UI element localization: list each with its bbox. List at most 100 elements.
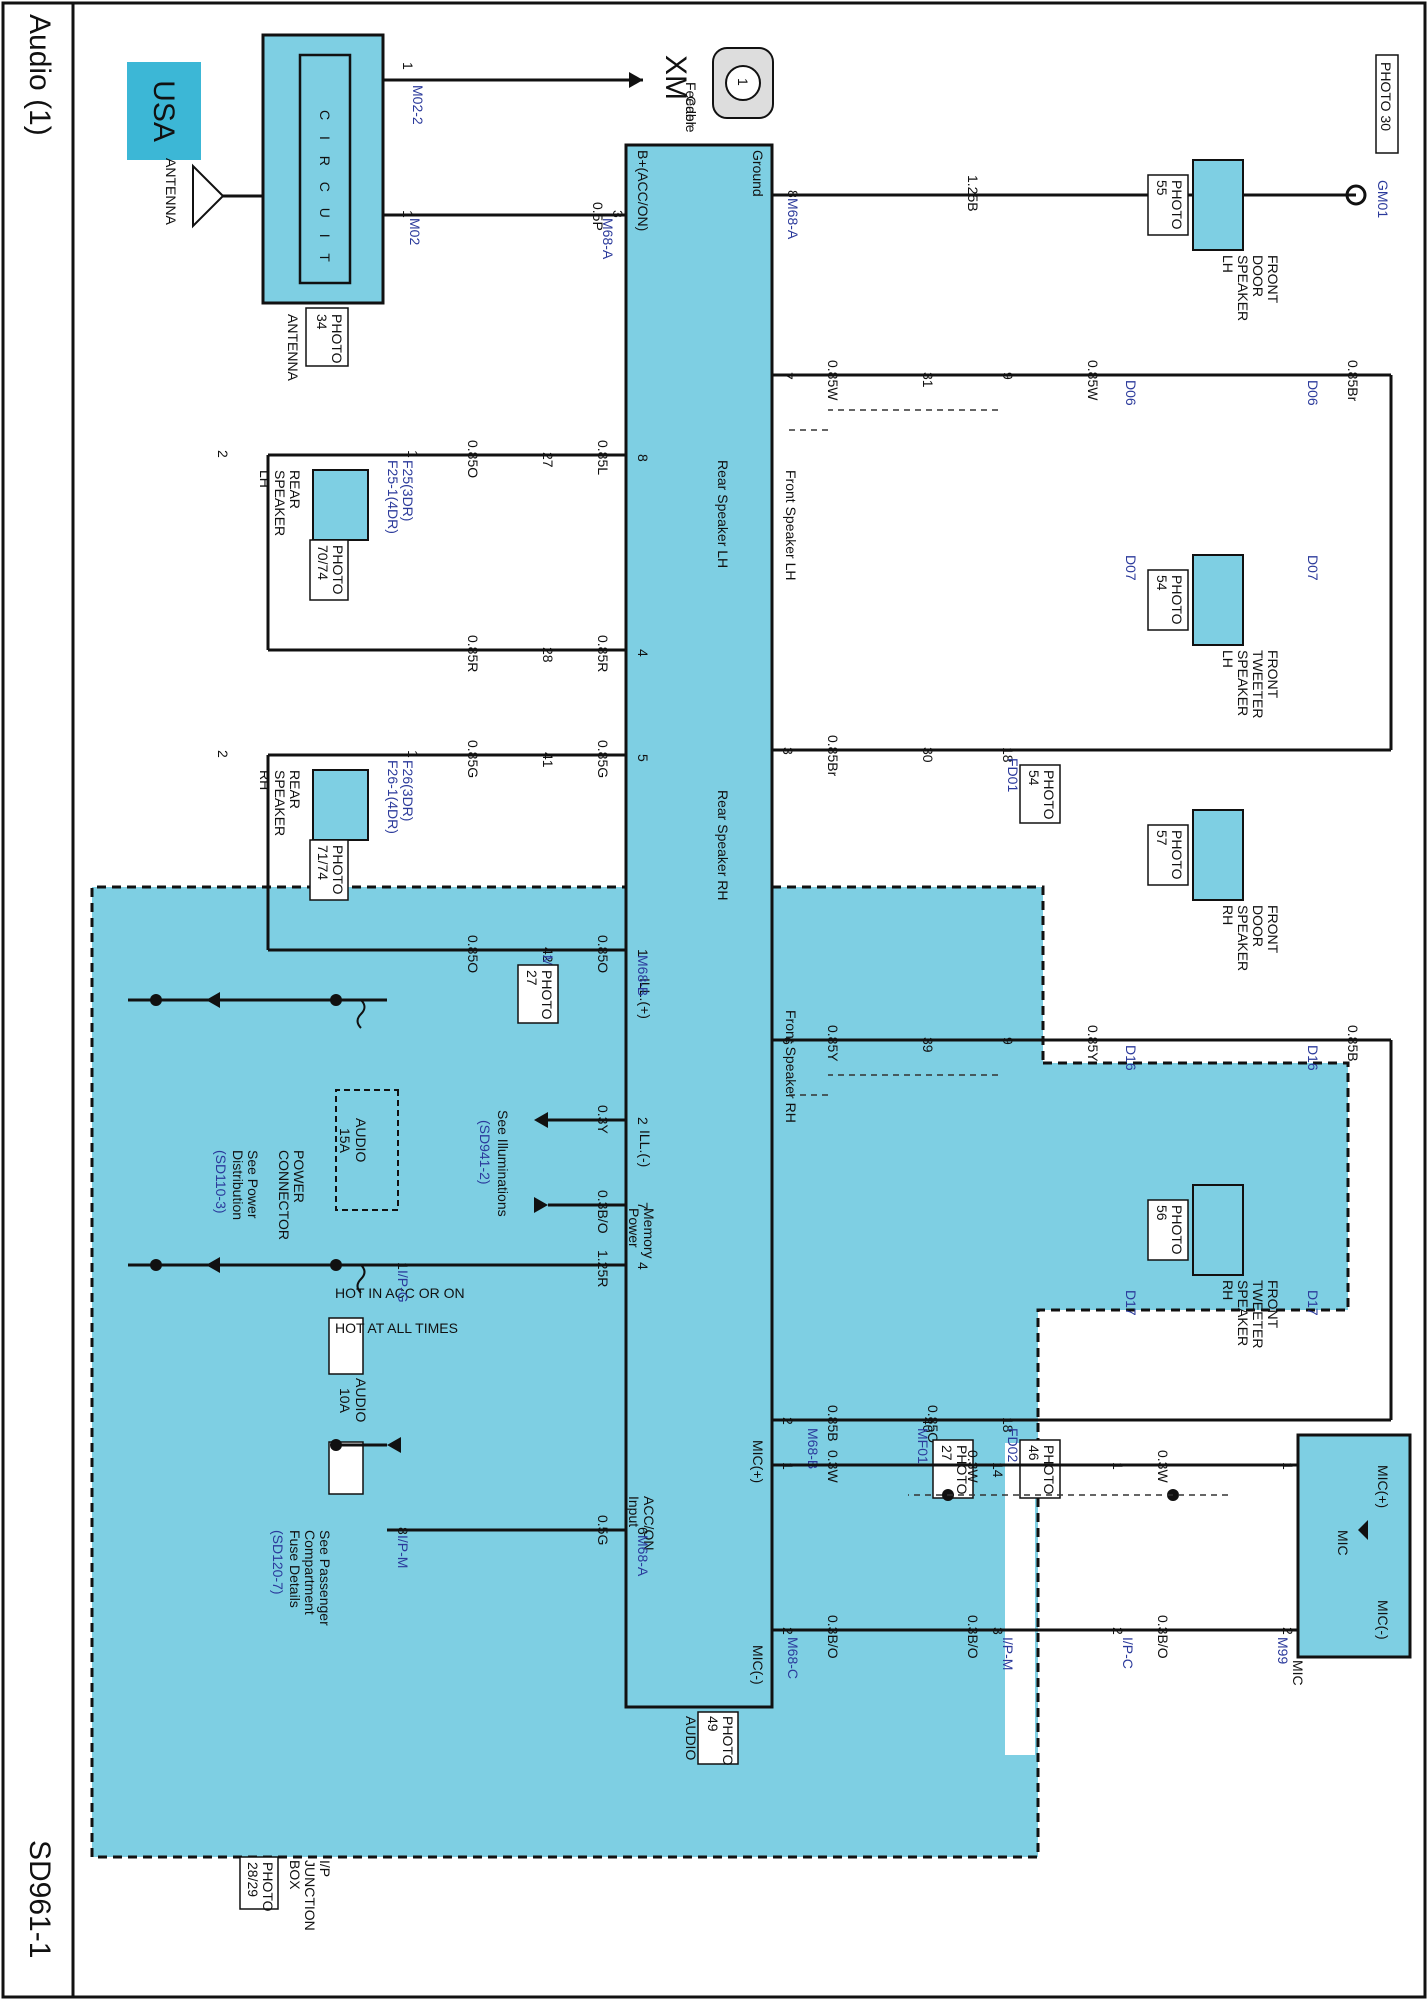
ill-note: See Illuminations (495, 1110, 511, 1217)
front-rh-wire-y1: 0.85Y (825, 1025, 841, 1062)
front-rh-mf-conn: MF01 (915, 1428, 931, 1464)
mic-bus-pin-minus: 2 (780, 1627, 796, 1635)
rear-rh-conn-b: F26-1(4DR) (385, 760, 401, 834)
rear-rh-wire-minus: 0.85G (595, 740, 611, 778)
rear-lh-name: REARSPEAKERLH (257, 470, 303, 536)
mic-p2: 2 (1280, 1627, 1296, 1635)
mic-minus-label: MIC(-) (1375, 1600, 1391, 1640)
front-lh-group: Front Speaker LH (783, 470, 799, 581)
mic-j1: 1 (1110, 1462, 1126, 1470)
front-rh-group: Front Speaker RH (783, 1010, 799, 1123)
ground-label: Ground (750, 150, 766, 197)
mic-diode-icon (1358, 1520, 1368, 1540)
ground-wire-label: 1.25B (965, 175, 981, 212)
memory-power-label: MemoryPower (626, 1208, 657, 1259)
ground-photo-box (1375, 54, 1399, 154)
ill-ref: (SD941-2) (477, 1120, 493, 1185)
accon-pin: 6 (635, 1527, 651, 1535)
ill-wire-plus: 0.3Y (595, 1105, 611, 1134)
rear-rh-mf01-photo: PHOTO27 (524, 970, 555, 1020)
front-rh-wire-b1: 0.85B (825, 1405, 841, 1442)
rear-lh-pin-minus: 8 (635, 454, 651, 462)
junction-name: I/PJUNCTIONBOX (287, 1860, 333, 1931)
accon-conn: M68-A (635, 1535, 651, 1577)
junction-splice-a (150, 994, 162, 1006)
power-arrow (206, 992, 220, 1008)
rear-speaker-lh-circuit: 8 4 0.85L 0.85O 0.85R 0.85R 27 28 1 2 F2… (215, 440, 651, 672)
bplus-wire-label: 0.5P (590, 202, 606, 231)
passenger-fuse-ref: (SD120-7) (270, 1530, 286, 1595)
rear-rh-wire-plus2: 0.85O (465, 935, 481, 973)
rear-rh-group: Rear Speaker RH (715, 790, 731, 901)
front-rh-fd-photo-box (1019, 1439, 1061, 1499)
antenna-name: ANTENNA (285, 314, 301, 382)
front-rh-door-photo-box (1147, 824, 1189, 886)
antenna-label: ANTENNA (163, 158, 179, 226)
front-lh-door-photo: PHOTO55 (1154, 180, 1185, 230)
front-lh-tw-conn-b: D07 (1305, 555, 1321, 581)
fuse-15a-label: AUDIO15A (337, 1118, 369, 1162)
ill-plus-arrow (534, 1112, 548, 1128)
mic-wire-bo3: 0.3B/O (1155, 1615, 1171, 1659)
illumination-circuit: 2 7 0.3Y 0.3B/O See Illuminations (SD941… (477, 1105, 651, 1234)
rear-rh-conn-a: F26(3DR) (400, 760, 416, 821)
rear-rh-photo-box (309, 839, 349, 901)
front-rh-tw-conn-b: D17 (1305, 1290, 1321, 1316)
front-lh-pin-minus: 7 (780, 372, 796, 380)
power-distribution-note: See PowerDistribution (230, 1150, 261, 1220)
audio-unit (624, 143, 774, 1709)
rear-lh-conn-b: F25-1(4DR) (385, 460, 401, 534)
memory-jconn: I/P-G (395, 1270, 411, 1303)
mic-plus-label: MIC(+) (1375, 1465, 1391, 1508)
mic-inner-label: MIC (1335, 1530, 1351, 1556)
front-lh-door-speaker-icon (1192, 159, 1244, 251)
hot-in-acc: HOT IN ACC OR ON (335, 1285, 465, 1301)
junction-photo: PHOTO28/29 (245, 1862, 276, 1912)
rear-rh-pin-minus: 5 (635, 754, 651, 762)
rear-lh-photo-box (309, 539, 349, 601)
rear-rh-mf01-photo-box (517, 964, 559, 1024)
front-rh-door-photo: PHOTO57 (1154, 830, 1185, 880)
rear-rh-wire-plus: 0.85O (595, 935, 611, 973)
mic-wire-w3: 0.3W (1155, 1450, 1171, 1483)
ill-minus-arrow (534, 1197, 548, 1213)
accon-jconn: I/P-M (395, 1535, 411, 1568)
rear-lh-j-minus: 27 (540, 452, 556, 468)
rear-lh-j-plus: 28 (540, 647, 556, 663)
front-lh-tw-conn: D07 (1123, 555, 1139, 581)
front-lh-j18: 18 (1000, 747, 1016, 763)
audio-photo-box (697, 1711, 739, 1765)
rear-rh-wire-minus2: 0.85G (465, 740, 481, 778)
mic-module (1296, 1433, 1412, 1659)
mic-name: MIC (1290, 1660, 1306, 1686)
antenna-photo-box (305, 307, 349, 367)
front-lh-wire-br2: 0.85Br (1345, 360, 1361, 402)
ground-point: GM01 (1375, 180, 1391, 218)
front-lh-fd-photo: PHOTO54 (1026, 770, 1057, 820)
antenna-icon (192, 163, 225, 229)
pass-splice (330, 1439, 342, 1451)
ground-conn: M68-A (785, 198, 801, 240)
front-lh-door-conn-b: D06 (1305, 380, 1321, 406)
rear-lh-wire-plus2: 0.85R (465, 635, 481, 672)
bplus-pin: 3 (610, 210, 626, 218)
mic-conn-ipm: I/P-M (1000, 1637, 1016, 1670)
hot-at-all-times-badge (328, 1441, 364, 1495)
xm-feeder: Feeder (683, 82, 699, 127)
front-lh-door-name: FRONTDOORSPEAKERLH (1220, 255, 1281, 321)
rear-lh-pin-plus: 4 (635, 649, 651, 657)
front-rh-j39: 39 (920, 1037, 936, 1053)
memory-pin: 4 (635, 1262, 651, 1270)
memory-jpin: 1 (395, 1262, 411, 1270)
front-rh-mf-photo: PHOTO27 (939, 1445, 970, 1495)
rear-rh-speaker-icon (312, 769, 369, 841)
front-rh-wire-y2: 0.85Y (1085, 1025, 1101, 1062)
mic-p1: 1 (1280, 1462, 1296, 1470)
power-connector-label: POWERCONNECTOR (276, 1150, 307, 1240)
usa-badge-label: USA (147, 80, 180, 142)
accon-wire-label: 0.5G (595, 1515, 611, 1545)
xm-wire-pin: 1 (400, 62, 416, 70)
passenger-fuse-note: See PassengerCompartmentFuse Details (287, 1530, 333, 1626)
